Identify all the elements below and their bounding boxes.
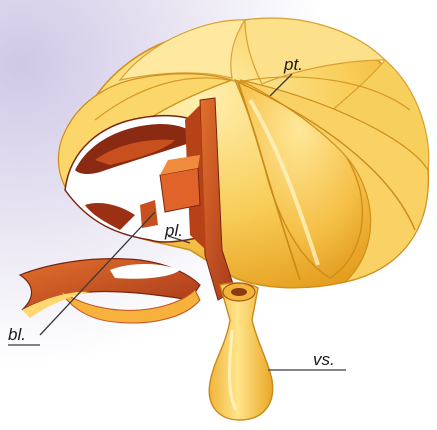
label-pt: pt. — [283, 55, 303, 74]
label-pl: pl. — [164, 221, 183, 240]
label-vs: vs. — [313, 350, 335, 369]
label-bl: bl. — [8, 325, 26, 344]
